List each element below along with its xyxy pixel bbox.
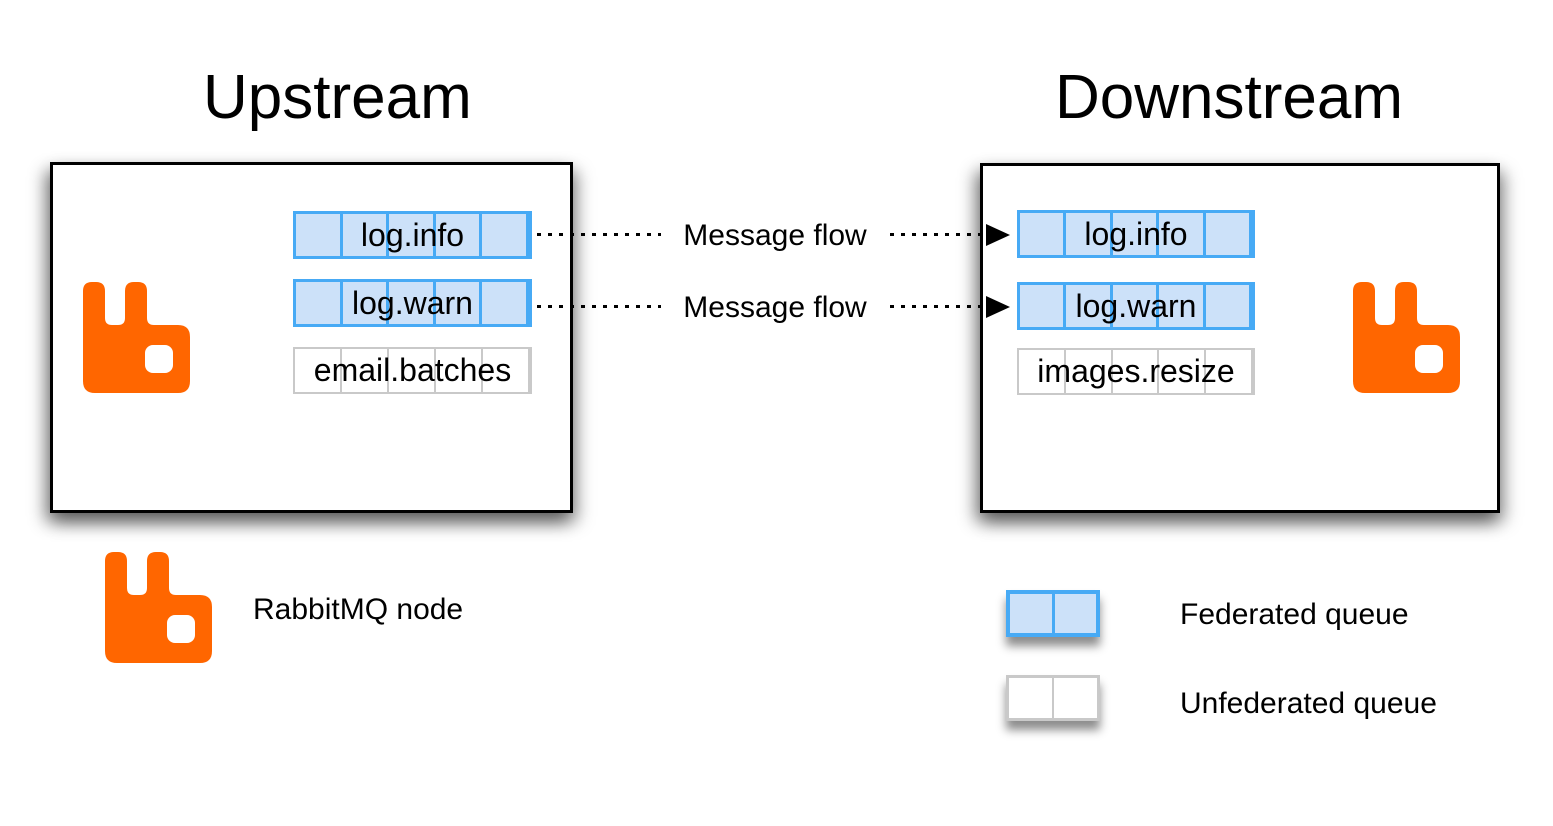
queue-segment (1113, 350, 1160, 393)
arrowhead-right-icon (986, 224, 1010, 246)
queue-downstream-log-warn: log.warn (1017, 282, 1255, 330)
arrowhead-right-icon (986, 296, 1010, 318)
message-flow-label: Message flow (673, 291, 877, 325)
queue-segment (1206, 350, 1253, 393)
queue-label: log.info (360, 216, 465, 253)
message-flow-label: Message flow (673, 219, 877, 253)
message-flow-dotted-line (890, 233, 986, 236)
queue-segment (1113, 213, 1160, 255)
queue-segment (1066, 285, 1113, 327)
queue-segment (342, 349, 389, 392)
downstream-node-box: log.info log.warn images.resize (980, 163, 1500, 513)
queue-segment (1019, 350, 1066, 393)
queue-segment (1066, 213, 1113, 255)
queue-downstream-images-resize: images.resize (1017, 348, 1255, 395)
queue-segment (389, 214, 436, 256)
queue-label: log.info (1084, 215, 1188, 252)
legend-rabbitmq-node-label: RabbitMQ node (253, 593, 464, 626)
queue-segment (482, 214, 529, 256)
queue-segment (483, 349, 530, 392)
queue-segment (1055, 594, 1097, 633)
queue-label: log.warn (352, 284, 473, 321)
rabbitmq-logo-icon (1353, 282, 1460, 393)
queue-segment (482, 282, 529, 324)
queue-segment (1066, 350, 1113, 393)
queue-segment (1159, 350, 1207, 393)
queue-segment (1020, 213, 1067, 255)
queue-segment (1054, 678, 1097, 718)
rabbitmq-logo-icon (83, 282, 190, 393)
queue-label: log.warn (1075, 287, 1197, 324)
queue-segment (389, 349, 436, 392)
message-flow-dotted-line (537, 305, 661, 308)
queue-segment (1159, 285, 1206, 327)
queue-segment (1010, 594, 1055, 633)
queue-upstream-log-info: log.info (293, 211, 532, 259)
queue-segment (296, 282, 343, 324)
message-flow-dotted-line (537, 233, 661, 236)
queue-segment (1206, 285, 1253, 327)
queue-label: email.batches (313, 352, 512, 388)
queue-segment (295, 349, 342, 392)
queue-segment (436, 282, 483, 324)
downstream-title: Downstream (1055, 63, 1403, 132)
queue-label: images.resize (1037, 353, 1235, 389)
queue-segment (389, 282, 436, 324)
queue-segment (436, 214, 483, 256)
legend-federated-queue-swatch (1006, 590, 1100, 637)
queue-segment (296, 214, 343, 256)
queue-segment (1009, 678, 1054, 718)
queue-segment (1020, 285, 1067, 327)
legend-unfederated-queue-swatch (1006, 675, 1100, 721)
queue-upstream-log-warn: log.warn (293, 279, 532, 327)
upstream-title: Upstream (203, 63, 472, 132)
legend-federated-queue-label: Federated queue (1180, 598, 1409, 631)
queue-segment (436, 349, 483, 392)
queue-segment (1206, 213, 1253, 255)
queue-upstream-email-batches: email.batches (293, 347, 532, 394)
message-flow-dotted-line (890, 305, 986, 308)
upstream-node-box: log.info log.warn email.batches (50, 162, 573, 513)
queue-segment (343, 282, 390, 324)
queue-segment (1113, 285, 1160, 327)
rabbitmq-logo-icon (105, 552, 212, 663)
queue-segment (343, 214, 390, 256)
legend-unfederated-queue-label: Unfederated queue (1180, 687, 1437, 720)
queue-segment (1159, 213, 1206, 255)
queue-downstream-log-info: log.info (1017, 210, 1255, 258)
